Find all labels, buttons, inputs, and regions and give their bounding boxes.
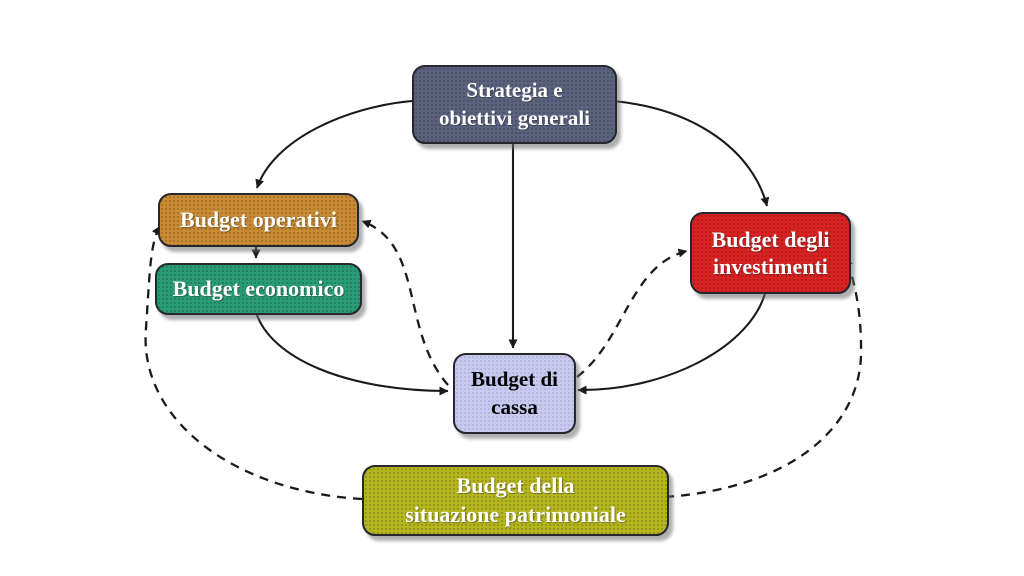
node-budget-operativi: Budget operativi (158, 193, 359, 247)
node-label-line: Budget di (471, 367, 558, 392)
node-budget-di-cassa: Budget di cassa (453, 353, 576, 434)
node-label-line: cassa (491, 394, 538, 419)
node-label-line: Budget economico (172, 276, 345, 301)
edge-strategia-to-operativi (255, 99, 413, 189)
node-budget-degli-investimenti: Budget degli investimenti (690, 212, 851, 294)
edge-cassa-to-operativi (361, 219, 449, 386)
edge-patrimoniale-to-operativi (144, 225, 363, 501)
node-budget-situazione-patrimoniale: Budget della situazione patrimoniale (362, 465, 669, 536)
node-label-line: situazione patrimoniale (405, 501, 626, 527)
edge-economico-to-cassa (254, 311, 449, 396)
node-budget-economico: Budget economico (155, 263, 362, 315)
node-strategia-obiettivi-generali: Strategia e obiettivi generali (412, 65, 617, 144)
node-label-line: investimenti (713, 254, 828, 279)
edge-strategia-to-investimenti (612, 99, 770, 207)
edge-patrimoniale-to-investimenti (664, 257, 863, 499)
node-label-line: Budget degli (711, 226, 830, 252)
node-label-line: Budget operativi (179, 207, 338, 232)
edge-cassa-to-investimenti (576, 248, 688, 378)
node-label-line: Budget della (456, 472, 575, 498)
node-label-line: obiettivi generali (438, 105, 591, 130)
edge-investimenti-to-cassa (577, 289, 768, 395)
node-label-line: Strategia e (466, 78, 563, 103)
